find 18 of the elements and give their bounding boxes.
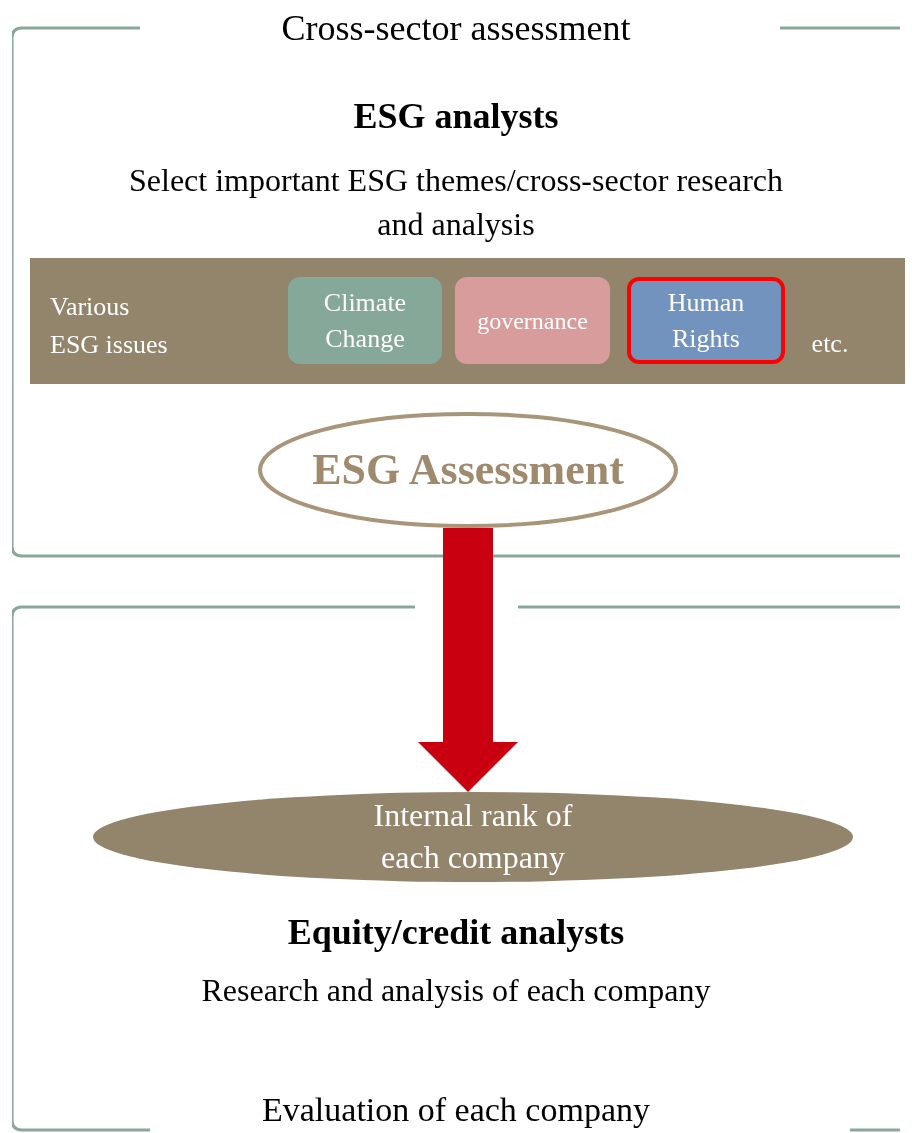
band-label: Various ESG issues	[50, 291, 169, 361]
role-heading: ESG analysts	[352, 96, 560, 138]
block-arrow	[418, 528, 518, 792]
panel-heading: Evaluation of each company	[261, 1090, 651, 1130]
theme-box: governance	[455, 277, 610, 364]
description-text: Research and analysis of each company	[200, 972, 712, 1009]
role-heading: Equity/credit analysts	[286, 912, 626, 954]
ellipse-label: Internal rank of each company	[372, 796, 574, 877]
panel-heading: Cross-sector assessment	[280, 8, 632, 50]
theme-box: Human Rights	[627, 277, 785, 364]
theme-box: Climate Change	[288, 277, 442, 364]
ellipse-node	[93, 792, 853, 882]
description-text: Select important ESG themes/cross-sector research and analysis	[128, 161, 784, 244]
band-label: etc.	[810, 328, 850, 360]
ellipse-node	[258, 412, 678, 528]
ellipse-label: ESG Assessment	[311, 444, 625, 497]
issues-band	[30, 258, 905, 384]
section-panel	[12, 605, 900, 1133]
